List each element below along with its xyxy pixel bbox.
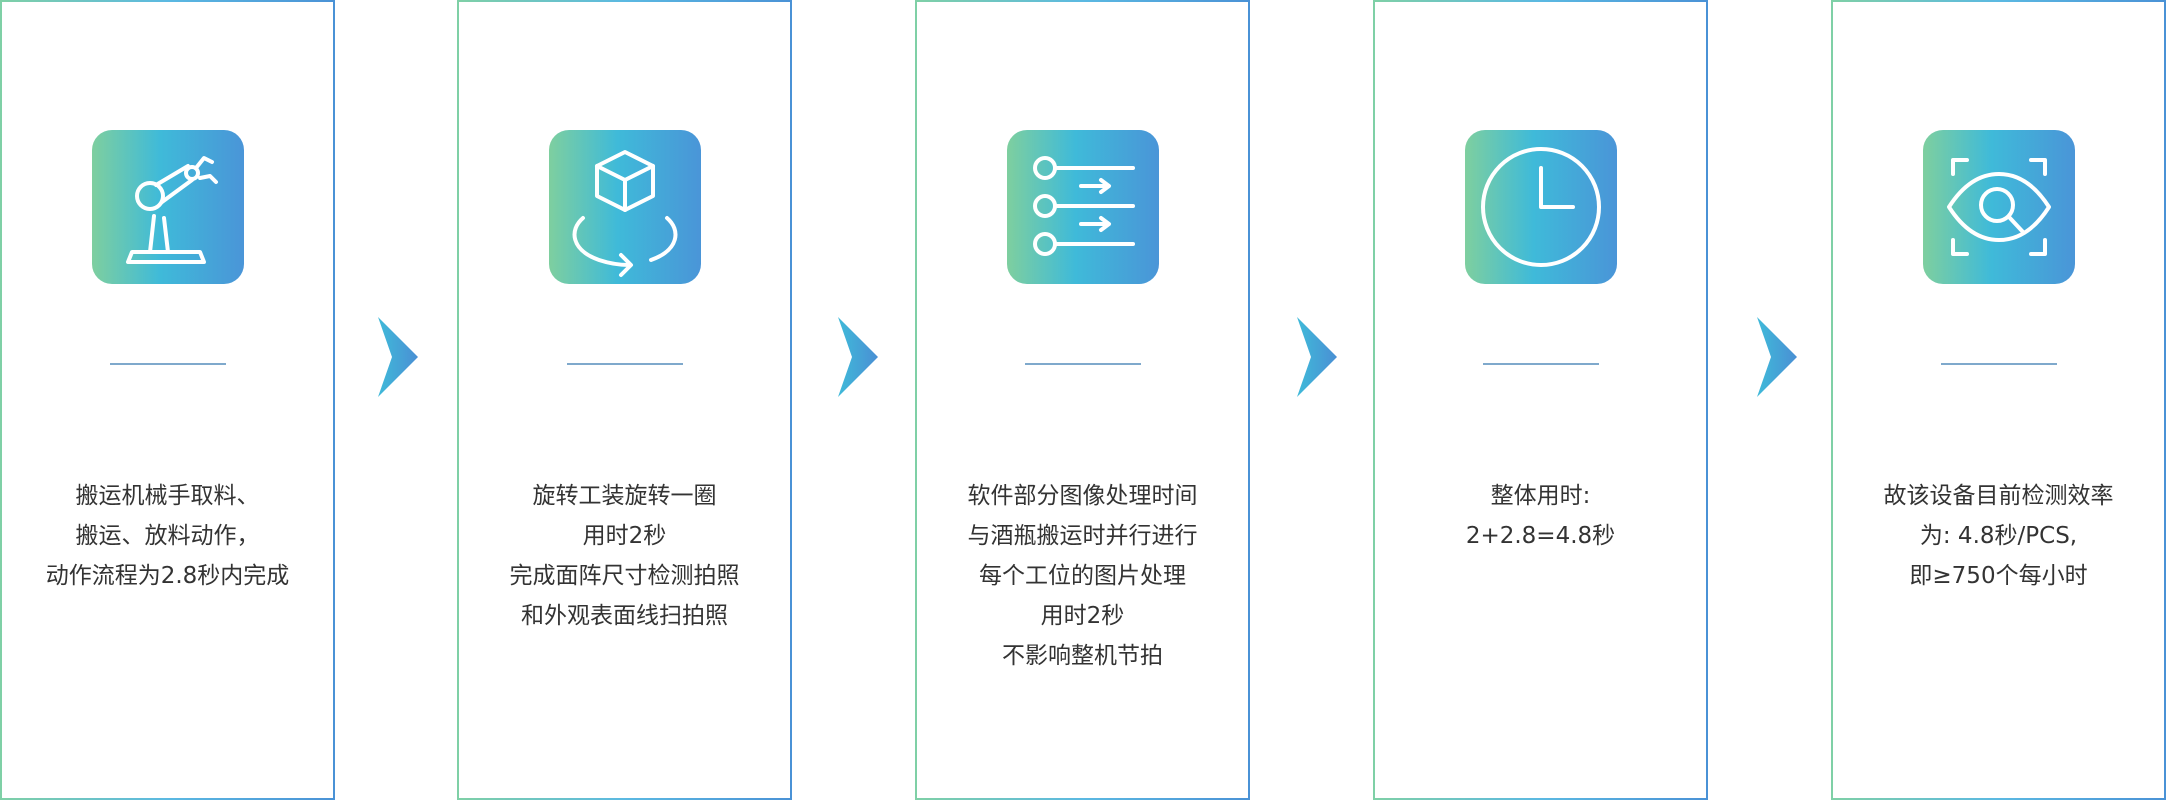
- step-line: 即≥750个每小时: [1909, 563, 2088, 589]
- chevron-right-icon: [838, 317, 878, 397]
- step-line: 完成面阵尺寸检测拍照: [509, 563, 740, 589]
- step-line: 每个工位的图片处理: [979, 563, 1186, 589]
- divider: [1483, 363, 1599, 365]
- step-card-2: 旋转工装旋转一圈 用时2秒 完成面阵尺寸检测拍照 和外观表面线扫拍照: [457, 0, 792, 800]
- step-card-4: 整体用时: 2+2.8=4.8秒: [1373, 0, 1708, 800]
- step-text-3: 软件部分图像处理时间 与酒瓶搬运时并行进行 每个工位的图片处理 用时2秒 不影响…: [917, 476, 1248, 676]
- clock-icon: [1465, 130, 1617, 284]
- divider: [567, 363, 683, 365]
- step-card-1: 搬运机械手取料、 搬运、放料动作， 动作流程为2.8秒内完成: [0, 0, 335, 800]
- step-line: 用时2秒: [582, 523, 667, 549]
- step-text-2: 旋转工装旋转一圈 用时2秒 完成面阵尺寸检测拍照 和外观表面线扫拍照: [459, 476, 790, 636]
- step-card-3: 软件部分图像处理时间 与酒瓶搬运时并行进行 每个工位的图片处理 用时2秒 不影响…: [915, 0, 1250, 800]
- step-line: 与酒瓶搬运时并行进行: [967, 523, 1198, 549]
- step-line: 不影响整机节拍: [1002, 643, 1163, 669]
- step-line: 整体用时:: [1490, 483, 1591, 509]
- step-text-4: 整体用时: 2+2.8=4.8秒: [1375, 476, 1706, 556]
- chevron-right-icon: [1757, 317, 1797, 397]
- step-line: 软件部分图像处理时间: [967, 483, 1198, 509]
- step-line: 故该设备目前检测效率: [1883, 483, 2114, 509]
- parallel-process-icon: [1007, 130, 1159, 284]
- step-text-1: 搬运机械手取料、 搬运、放料动作， 动作流程为2.8秒内完成: [2, 476, 333, 596]
- divider: [1025, 363, 1141, 365]
- chevron-right-icon: [378, 317, 418, 397]
- step-text-5: 故该设备目前检测效率 为: 4.8秒/PCS, 即≥750个每小时: [1833, 476, 2164, 596]
- step-line: 搬运机械手取料、: [75, 483, 260, 509]
- step-line: 为: 4.8秒/PCS,: [1919, 523, 2078, 549]
- step-line: 动作流程为2.8秒内完成: [45, 563, 290, 589]
- step-line: 2+2.8=4.8秒: [1465, 523, 1616, 549]
- step-card-5: 故该设备目前检测效率 为: 4.8秒/PCS, 即≥750个每小时: [1831, 0, 2166, 800]
- eye-inspect-icon: [1923, 130, 2075, 284]
- step-line: 搬运、放料动作，: [75, 523, 260, 549]
- divider: [1941, 363, 2057, 365]
- step-line: 和外观表面线扫拍照: [521, 603, 728, 629]
- step-line: 用时2秒: [1040, 603, 1125, 629]
- step-line: 旋转工装旋转一圈: [532, 483, 717, 509]
- chevron-right-icon: [1297, 317, 1337, 397]
- divider: [110, 363, 226, 365]
- robot-arm-icon: [92, 130, 244, 284]
- rotate-cube-icon: [549, 130, 701, 284]
